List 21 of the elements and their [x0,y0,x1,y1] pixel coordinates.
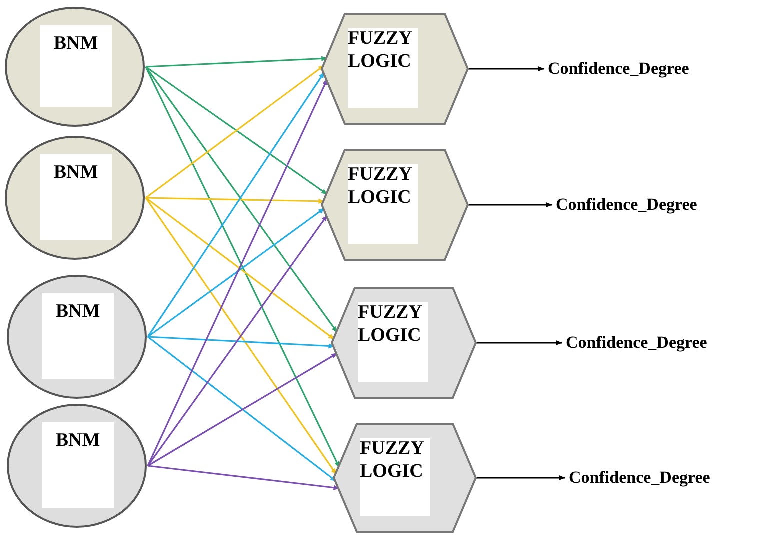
node-label: FUZZY LOGIC [360,438,430,516]
arrow [476,475,566,481]
output-label: Confidence_Degree [548,58,690,80]
node-label: BNM [42,293,114,379]
node-label: FUZZY LOGIC [348,164,418,244]
hexagon-node [322,14,468,124]
node-label: BNM [40,25,112,107]
node-label: FUZZY LOGIC [348,28,418,108]
hexagon-node [334,424,476,532]
arrow [476,340,563,346]
output-label: Confidence_Degree [569,467,710,489]
hexagon-node [322,150,468,260]
node-label: FUZZY LOGIC [358,302,428,382]
node-label: BNM [42,422,114,508]
hexagon-node [332,288,476,398]
output-label: Confidence_Degree [556,194,698,216]
arrow [468,202,553,208]
arrow [468,66,545,72]
node-label: BNM [40,154,112,240]
output-label: Confidence_Degree [566,332,708,354]
arrow [148,352,338,467]
